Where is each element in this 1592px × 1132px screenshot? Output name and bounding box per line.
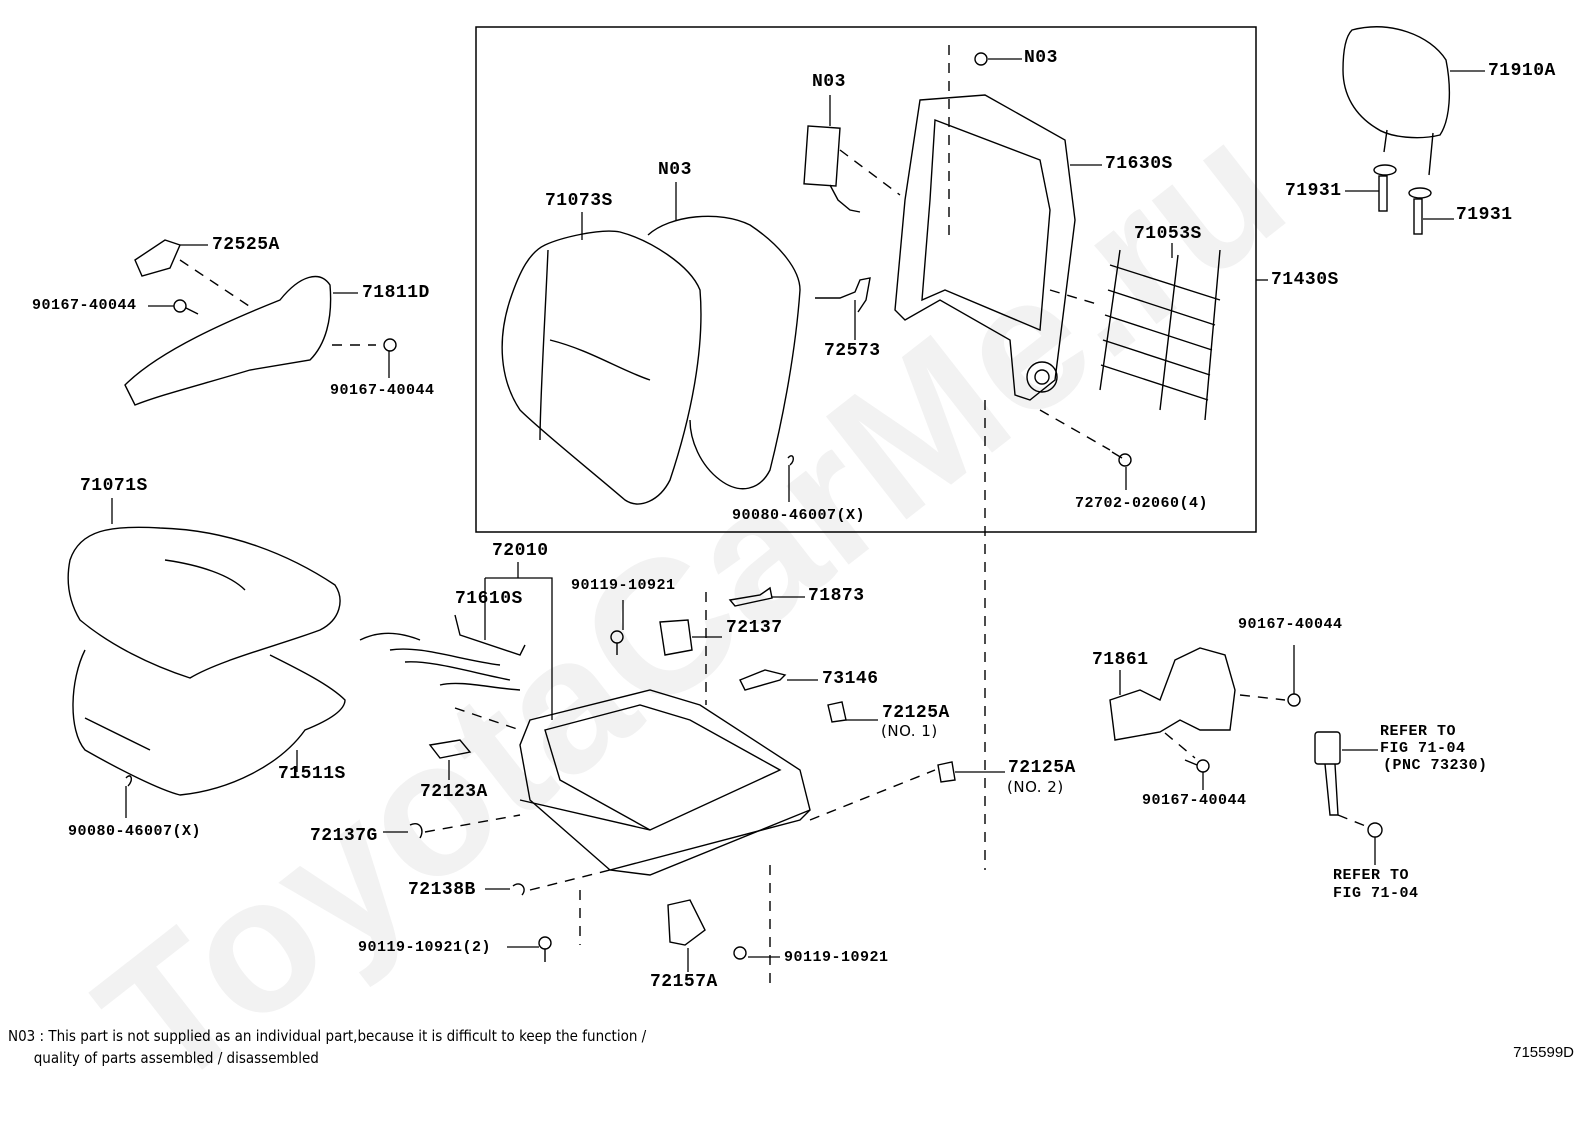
label-90167-40044-b: 90167-40044: [330, 382, 435, 399]
label-72125A-no2: 72125A: [1008, 758, 1076, 778]
label-90080-46007-lower: 90080-46007(X): [68, 823, 202, 840]
footnote-line-2: quality of parts assembled / disassemble…: [8, 1049, 319, 1067]
headrest-support-71931-left: [1373, 164, 1397, 212]
label-refer-nut-1: REFER TO: [1333, 867, 1410, 884]
footnote-line-1: N03 : This part is not supplied as an in…: [8, 1027, 647, 1045]
label-refer-buckle-2: FIG 71-04: [1380, 740, 1466, 757]
screw-90167-40044-c: [1287, 693, 1301, 707]
bolt-90119-10921-a: [610, 630, 624, 655]
label-71610S: 71610S: [455, 589, 523, 609]
label-72573: 72573: [824, 341, 881, 361]
label-71073S: 71073S: [545, 191, 613, 211]
label-refer-buckle-3: (PNC 73230): [1383, 757, 1488, 774]
clip-72125A-no2: [937, 761, 956, 783]
cover-72157A: [667, 899, 706, 946]
screw-90167-40044-d: [1184, 759, 1210, 773]
label-90167-40044-d: 90167-40044: [1142, 792, 1247, 809]
seat-cushion-cover-71071S: [67, 526, 341, 679]
label-90119-10921-2: 90119-10921(2): [358, 939, 492, 956]
seat-adjuster-72010: [519, 689, 811, 876]
seatback-spring-71053S: [1099, 249, 1221, 421]
buckle-nut: [1367, 822, 1383, 838]
screw-90167-40044-a: [173, 299, 199, 315]
screw-90167-40044-b: [383, 338, 397, 352]
armrest-cap-72525A: [134, 239, 181, 277]
label-72010: 72010: [492, 541, 549, 561]
label-90167-40044-a: 90167-40044: [32, 297, 137, 314]
clip-72137G: [409, 823, 423, 839]
label-90119-10921-b: 90119-10921: [784, 949, 889, 966]
bracket-72010: [485, 577, 553, 720]
side-airbag-n03: [803, 125, 861, 213]
nut-n03: [974, 52, 988, 66]
label-refer-nut-2: FIG 71-04: [1333, 885, 1419, 902]
seatback-pad-n03: [647, 215, 801, 490]
headrest-71910A: [1342, 26, 1451, 176]
label-71630S: 71630S: [1105, 154, 1173, 174]
cover-71873: [728, 586, 773, 607]
label-n03-pad: N03: [658, 160, 692, 180]
label-71910A: 71910A: [1488, 61, 1556, 81]
label-71071S: 71071S: [80, 476, 148, 496]
label-refer-buckle-1: REFER TO: [1380, 723, 1457, 740]
headrest-support-71931-right: [1408, 187, 1432, 235]
bolt-72702-02060: [1111, 451, 1132, 467]
label-71430S: 71430S: [1271, 270, 1339, 290]
label-72137: 72137: [726, 618, 783, 638]
label-71861: 71861: [1092, 650, 1149, 670]
label-90167-40044-c: 90167-40044: [1238, 616, 1343, 633]
armrest-71811D: [124, 275, 332, 406]
label-72157A: 72157A: [650, 972, 718, 992]
cushion-spring-71610S: [359, 614, 526, 691]
label-72125A-no1-sub: (NO. 1): [881, 722, 938, 740]
hog-ring-upper: [787, 455, 795, 466]
label-71511S: 71511S: [278, 764, 346, 784]
label-72123A: 72123A: [420, 782, 488, 802]
seatback-cover-71073S: [501, 230, 702, 505]
label-71811D: 71811D: [362, 283, 430, 303]
label-72125A-no1: 72125A: [882, 703, 950, 723]
label-n03-airbag: N03: [812, 72, 846, 92]
label-72125A-no2-sub: (NO. 2): [1007, 778, 1064, 796]
seat-parts-diagram: [67, 26, 1485, 985]
hog-ring-lower: [125, 775, 133, 787]
clip-72125A-no1: [827, 701, 847, 723]
label-71931-left: 71931: [1285, 181, 1342, 201]
seatback-frame-71630S: [894, 94, 1076, 401]
label-90119-10921-a: 90119-10921: [571, 577, 676, 594]
label-71873: 71873: [808, 586, 865, 606]
label-71053S: 71053S: [1134, 224, 1202, 244]
bolt-90119-10921-b: [733, 946, 747, 960]
figure-code: 715599D: [1513, 1044, 1574, 1061]
cover-72137: [659, 619, 693, 656]
sensor-73146: [739, 669, 787, 691]
label-71931-right: 71931: [1456, 205, 1513, 225]
label-72138B: 72138B: [408, 880, 476, 900]
seat-side-shield-71861: [1109, 647, 1236, 741]
seat-belt-buckle: [1314, 731, 1341, 816]
bracket-72123A: [428, 739, 472, 759]
seat-cushion-pad-71511S: [72, 649, 346, 796]
label-n03-nut: N03: [1024, 48, 1058, 68]
bracket-72573: [815, 277, 871, 313]
clip-72138B: [512, 883, 525, 896]
label-72702-02060: 72702-02060(4): [1075, 495, 1209, 512]
bolt-90119-10921-2: [538, 936, 552, 962]
label-72137G: 72137G: [310, 826, 378, 846]
label-72525A: 72525A: [212, 235, 280, 255]
label-73146: 73146: [822, 669, 879, 689]
label-90080-46007-upper: 90080-46007(X): [732, 507, 866, 524]
